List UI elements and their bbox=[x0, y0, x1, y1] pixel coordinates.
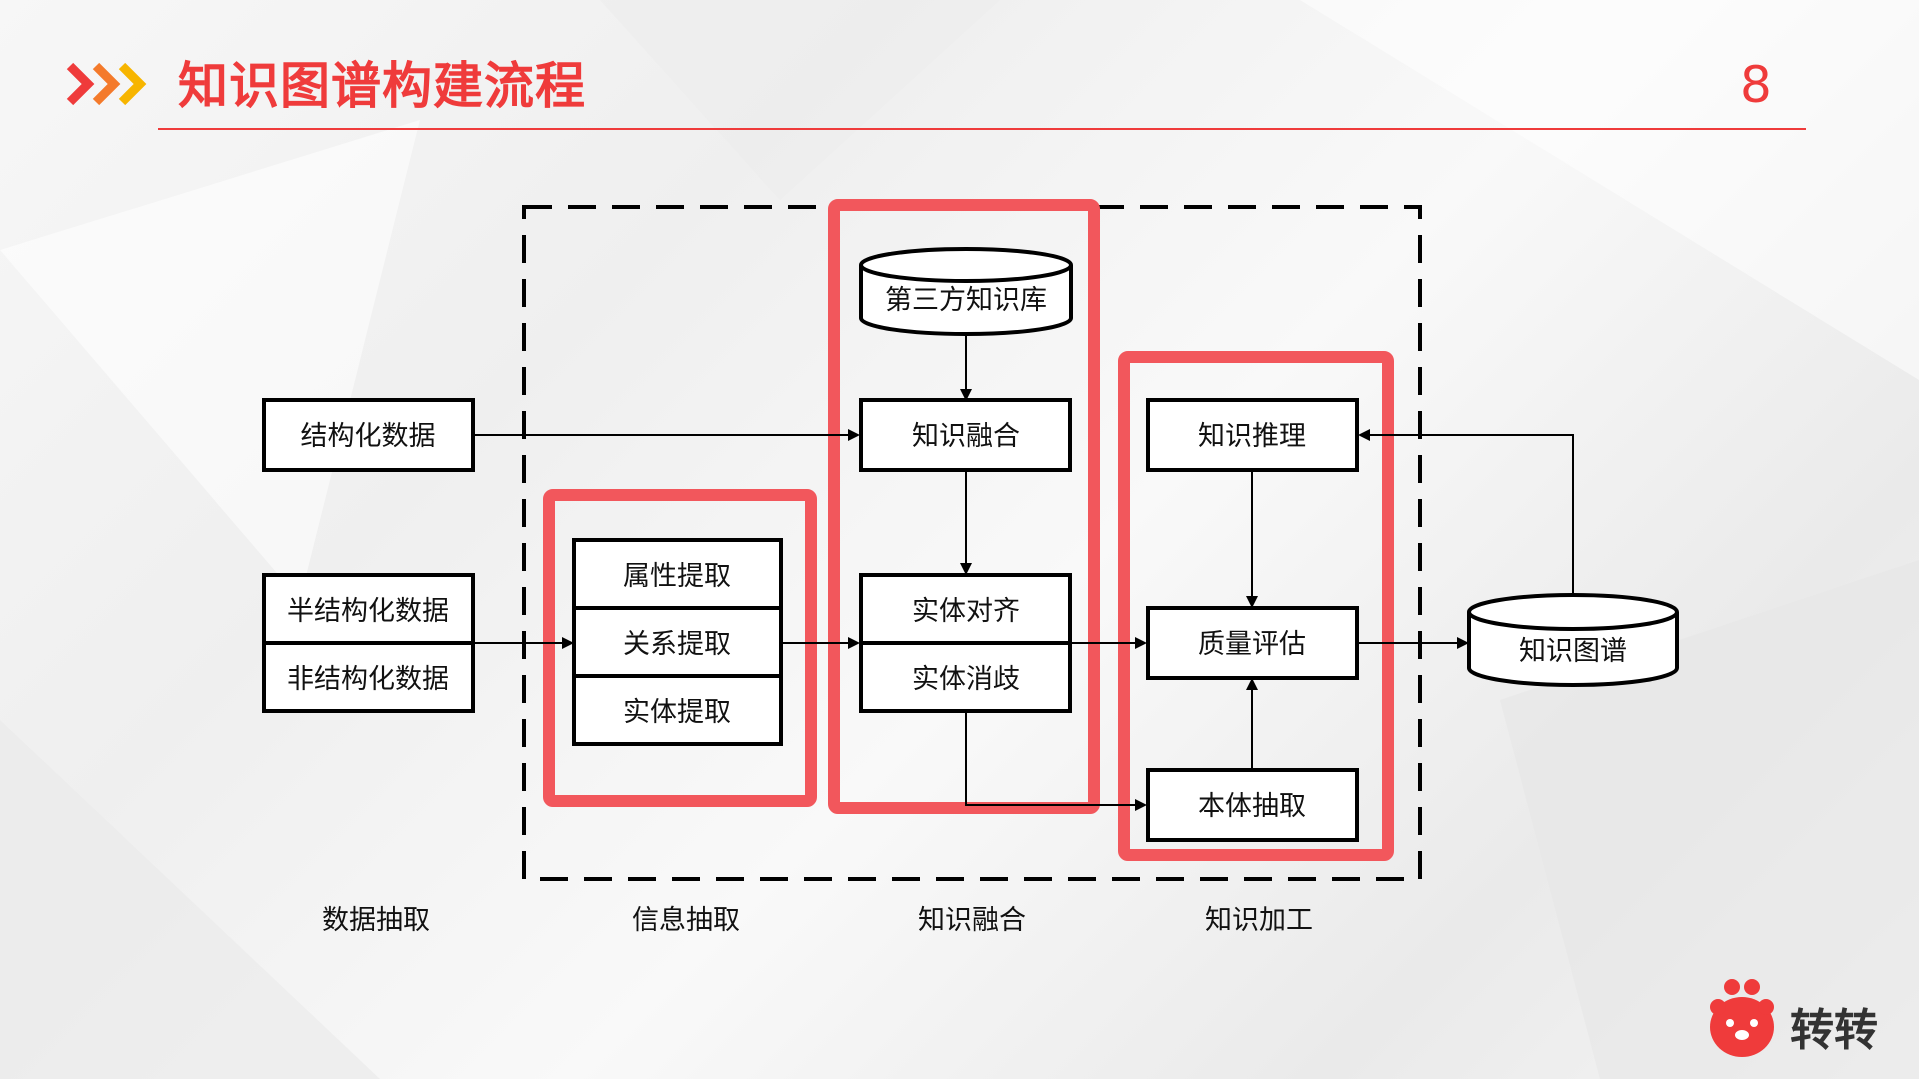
knowledge-graph-label: 知识图谱 bbox=[1519, 636, 1627, 667]
zhuanzhuan-mascot-logo bbox=[1710, 979, 1774, 1057]
page-title: 知识图谱构建流程 bbox=[178, 57, 586, 115]
stage-data-extraction: 数据抽取 bbox=[322, 905, 430, 936]
knowledge-fusion-box: 知识融合 bbox=[859, 398, 1072, 472]
knowledge-fusion-label: 知识融合 bbox=[912, 421, 1020, 452]
knowledge-graph-database: 知识图谱 bbox=[1467, 593, 1679, 687]
structured-data-box: 结构化数据 bbox=[262, 398, 475, 472]
attribute-extraction-label: 属性提取 bbox=[623, 561, 731, 592]
stage-knowledge-fusion: 知识融合 bbox=[918, 905, 1026, 936]
title-divider bbox=[158, 128, 1806, 130]
entity-extraction-label: 实体提取 bbox=[623, 697, 731, 728]
header: 知识图谱构建流程 8 bbox=[0, 0, 1919, 140]
ontology-extraction-label: 本体抽取 bbox=[1198, 791, 1306, 822]
semi-unstructured-data-box: 半结构化数据 非结构化数据 bbox=[262, 573, 475, 713]
stage-info-extraction: 信息抽取 bbox=[632, 905, 740, 936]
quality-assessment-label: 质量评估 bbox=[1198, 629, 1306, 660]
knowledge-reasoning-label: 知识推理 bbox=[1198, 421, 1306, 452]
quality-assessment-box: 质量评估 bbox=[1146, 606, 1359, 680]
processing-highlight bbox=[1118, 351, 1394, 861]
chevron-arrows-icon bbox=[66, 62, 147, 106]
arrow-disambiguation-to-ontology bbox=[965, 713, 1147, 811]
entity-alignment-box: 实体对齐 实体消歧 bbox=[859, 573, 1072, 713]
unstructured-data-label: 非结构化数据 bbox=[287, 664, 449, 695]
semi-structured-data-label: 半结构化数据 bbox=[287, 596, 449, 627]
entity-disambiguation-label: 实体消歧 bbox=[912, 664, 1020, 695]
structured-data-label: 结构化数据 bbox=[301, 421, 436, 452]
third-party-kb-label: 第三方知识库 bbox=[885, 285, 1047, 316]
info-extraction-highlight bbox=[543, 489, 817, 807]
stage-knowledge-processing: 知识加工 bbox=[1205, 905, 1313, 936]
relation-extraction-label: 关系提取 bbox=[623, 629, 731, 660]
brand-logo-text: 转转 bbox=[1790, 1005, 1878, 1056]
arrow-kg-feedback-to-reasoning bbox=[1358, 429, 1574, 600]
ontology-extraction-box: 本体抽取 bbox=[1146, 768, 1359, 842]
entity-alignment-label: 实体对齐 bbox=[912, 596, 1020, 627]
info-extraction-stack: 属性提取 关系提取 实体提取 bbox=[572, 538, 783, 746]
page-number: 8 bbox=[1740, 56, 1772, 114]
knowledge-reasoning-box: 知识推理 bbox=[1146, 398, 1359, 472]
third-party-kb-database: 第三方知识库 bbox=[859, 247, 1073, 336]
fusion-highlight bbox=[828, 199, 1100, 814]
